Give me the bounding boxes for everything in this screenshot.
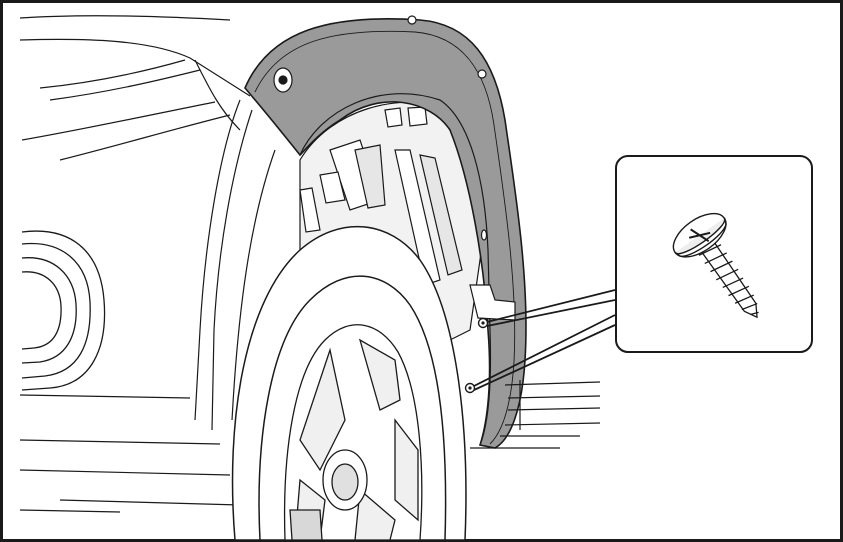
callout-leaders	[473, 289, 616, 391]
leader-line-lower-a	[473, 314, 616, 387]
fender-flare-outer-lip	[254, 30, 516, 445]
wheel-rim	[283, 324, 423, 541]
screw-locations	[464, 317, 489, 394]
vehicle-body	[19, 15, 276, 513]
leader-line-lower-b	[473, 324, 616, 391]
flare-bracket	[469, 284, 516, 321]
tail-lamp	[21, 230, 106, 391]
screw-hole-upper-dot	[481, 321, 485, 325]
screw-icon	[672, 212, 759, 319]
flare-clip-top-left-center	[278, 75, 288, 85]
flare-fasteners	[273, 15, 488, 241]
fender-flare-inner-edge	[299, 93, 492, 446]
frame-rail	[470, 380, 601, 449]
screw-head	[672, 212, 727, 258]
flare-clip-top-right	[477, 69, 487, 79]
flare-clip-top-center	[407, 15, 417, 25]
leader-line-upper-b	[486, 299, 616, 327]
leader-line-upper-a	[486, 289, 616, 323]
screw-hole-lower-dot	[468, 386, 472, 390]
flare-slot-right	[480, 229, 488, 241]
